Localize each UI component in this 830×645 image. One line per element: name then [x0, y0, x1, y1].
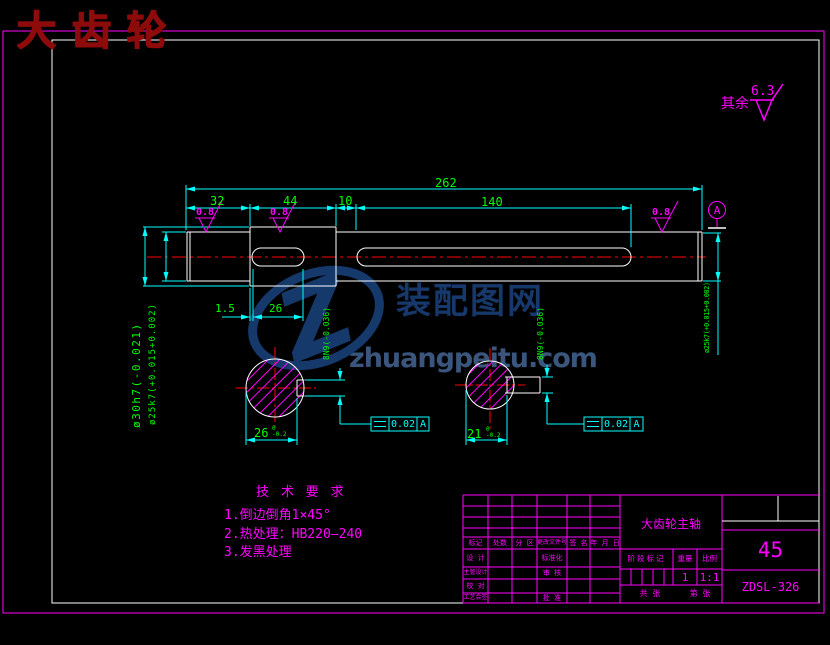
dim-dia-30h7: ø30h7(-0.021): [130, 322, 143, 428]
keyway-2: [356, 247, 632, 267]
dim-section1-width: 26: [254, 426, 269, 440]
title-block-white-lines: [722, 496, 819, 522]
tb-material: 45: [757, 537, 784, 562]
tb-scale-value: 1:1: [699, 570, 720, 584]
roughness-value-2: 0.8: [270, 207, 289, 218]
tb-header-file-no: 更改文件号: [537, 539, 568, 546]
dim-total-length: 262: [435, 176, 457, 190]
section-circle-1: [245, 358, 305, 418]
tb-row-design: 设 计: [466, 553, 485, 562]
shaft-outline: [186, 226, 703, 287]
tb-drawing-no: ZDSL-326: [741, 579, 800, 594]
tb-header-mark: 标记: [468, 538, 483, 547]
dim-keyway-width-2: 8N9(-0.036): [536, 307, 545, 360]
tb-part-name: 大齿轮主轴: [640, 517, 701, 531]
dimension-lines: [143, 185, 721, 445]
tech-req-line-3: 3.发黑处理: [224, 545, 292, 560]
tolerance-frame-2: [583, 416, 644, 432]
outer-border: [2, 30, 825, 614]
dim-keyway1-length: 26: [269, 302, 283, 315]
section-circle-2: [465, 360, 541, 410]
dim-seg4: 140: [481, 195, 503, 209]
dim-keyway-width-1: 8N9(-0.036): [322, 307, 331, 360]
dim-section1-tolerance: 0-0.2: [272, 425, 287, 438]
tb-scale-label: 比例: [702, 554, 717, 564]
tolerance-frame-1: [370, 416, 430, 432]
watermark-logo: Z: [248, 253, 384, 385]
dim-keyway1-offset: 1.5: [215, 302, 235, 315]
datum-label: A: [713, 203, 721, 217]
tb-header-zone: 分 区: [515, 538, 534, 547]
centerlines: [147, 256, 706, 430]
tech-req-line-2: 2.热处理：HB220—240: [224, 527, 363, 542]
datum-symbol: [708, 201, 726, 229]
dim-section2-width: 21: [467, 427, 482, 441]
tolerance2-datum: A: [633, 418, 640, 430]
roughness-value-1: 0.8: [196, 207, 215, 218]
general-roughness-value: 6.3: [751, 84, 775, 99]
tb-sheet-total: 共 张: [639, 589, 661, 598]
dim-seg2: 44: [283, 194, 298, 208]
tb-header-signature: 签 名: [569, 538, 588, 547]
tech-req-title: 技 术 要 求: [256, 485, 346, 500]
tb-weight-label: 重量: [677, 554, 693, 564]
tb-row-standardization: 标准化: [541, 553, 563, 562]
tb-row-process: 工艺会签: [463, 594, 488, 601]
tb-stage-label: 阶段标记: [627, 554, 666, 564]
dim-dia-25k7-left: ø25k7(+0.015+0.002): [148, 303, 158, 425]
watermark-site-name: 装配图网: [396, 282, 545, 322]
dimension-arrows: [142, 186, 721, 443]
tb-header-date: 年 月 日: [590, 538, 620, 547]
roughness-value-3: 0.8: [652, 207, 671, 218]
dim-seg1: 32: [210, 194, 225, 208]
roughness-symbols: [195, 83, 784, 234]
dim-dia-25k7-right: ø25k7(+0.015+0.002): [703, 282, 711, 353]
tech-req-line-1: 1.倒边倒角1×45°: [224, 508, 331, 523]
tb-sheet-index: 第 张: [689, 589, 711, 598]
tolerance1-datum: A: [419, 418, 427, 430]
keyway-1: [251, 247, 305, 267]
tb-weight-value: 1: [681, 570, 689, 584]
dim-section2-tolerance: 0-0.2: [486, 426, 501, 439]
inner-frame: [51, 39, 820, 604]
tb-row-chief-design: 主管设计: [463, 569, 488, 576]
tolerance1-value: 0.02: [390, 418, 416, 430]
dim-seg3: 10: [338, 194, 353, 208]
tb-header-count: 处数: [493, 538, 507, 547]
general-roughness-prefix: 其余: [721, 96, 749, 112]
tolerance2-value: 0.02: [603, 418, 629, 430]
tb-row-review: 审 核: [542, 568, 562, 577]
title-block-grid: [462, 494, 819, 604]
tb-row-approve: 批 准: [542, 593, 562, 602]
tb-row-check: 校 对: [466, 581, 485, 590]
drawing-logo-text: 大齿轮: [16, 7, 181, 54]
